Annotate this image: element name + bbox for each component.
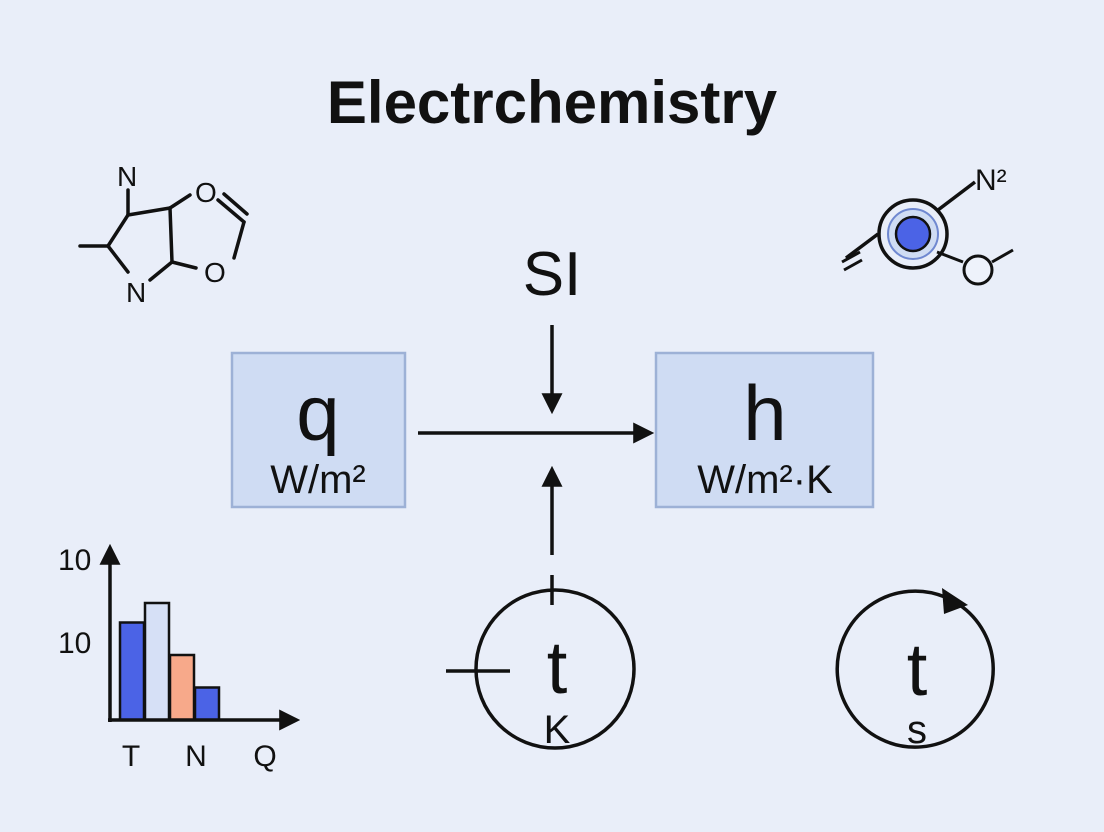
left-molecule-icon	[78, 188, 249, 282]
right-molecule-icon	[841, 180, 1014, 286]
chart-bar	[143, 601, 171, 722]
left-box-symbol: q	[296, 369, 339, 457]
left-box-unit: W/m²	[270, 458, 366, 502]
y-tick-label-top: 10	[58, 544, 91, 577]
left-quantity-box	[230, 351, 407, 509]
right-box-unit: W/m²·K	[697, 458, 833, 502]
x-tick-label-t: T	[122, 740, 140, 773]
atom-o-bottom: O	[204, 257, 226, 288]
x-tick-label-q: Q	[253, 740, 276, 773]
right-quantity-box	[654, 351, 875, 509]
diagram-title: Electrchemistry	[327, 69, 778, 136]
chart-bar	[168, 653, 196, 722]
si-label: SI	[523, 240, 582, 309]
temperature-clock-icon	[446, 575, 636, 750]
atom-n-top: N	[117, 161, 137, 192]
temperature-symbol: t	[547, 626, 568, 709]
chart-bar	[193, 686, 221, 722]
mini-bar-chart	[99, 543, 301, 731]
temperature-unit: K	[544, 708, 571, 752]
time-unit: s	[907, 708, 927, 752]
chart-bar	[118, 621, 146, 722]
y-tick-label-mid: 10	[58, 627, 91, 660]
time-symbol: t	[907, 628, 928, 711]
atom-o-top: O	[195, 177, 217, 208]
time-cycle-icon	[835, 588, 995, 749]
atom-n-bottom: N	[126, 277, 146, 308]
right-box-symbol: h	[743, 369, 786, 457]
atom-n2: N²	[975, 164, 1007, 197]
x-tick-label-n: N	[185, 740, 207, 773]
